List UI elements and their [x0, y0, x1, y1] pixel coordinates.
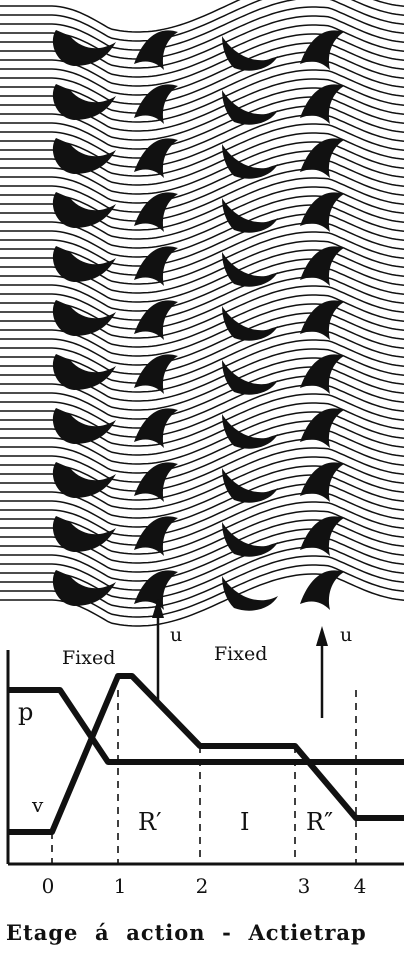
nozzle-blade [52, 84, 116, 120]
moving-blade [134, 30, 178, 70]
moving-blade [300, 246, 344, 286]
flow-line [0, 105, 405, 159]
moving-blade [300, 138, 344, 178]
fixed-label-2: Fixed [214, 643, 267, 665]
nozzle-blade [52, 462, 116, 498]
flow-line [0, 159, 405, 213]
velocity-label-1: u [170, 624, 182, 646]
moving-blade [300, 408, 344, 448]
zone-label-i: I [240, 808, 249, 836]
guide-blade [222, 414, 278, 449]
moving-blade [134, 354, 178, 394]
flow-line [0, 420, 405, 474]
velocity-arrow-1 [152, 598, 164, 706]
flow-line [0, 150, 405, 204]
moving-blade-row-1 [134, 30, 178, 610]
nozzle-blade [52, 570, 116, 606]
station-label-0: 0 [42, 874, 55, 898]
nozzle-blade [52, 192, 116, 228]
moving-blade [300, 354, 344, 394]
pressure-curve [8, 687, 404, 765]
flow-line [0, 366, 405, 420]
nozzle-blade [52, 408, 116, 444]
moving-blade [134, 246, 178, 286]
flow-line [0, 0, 405, 42]
guide-blade [222, 144, 278, 179]
figure-caption: Etage á action - Actietrap [6, 920, 367, 945]
nozzle-blade [52, 354, 116, 390]
station-label-4: 4 [354, 874, 367, 898]
moving-blade [300, 300, 344, 340]
nozzle-blade [52, 246, 116, 282]
moving-blade [300, 84, 344, 124]
flow-line [0, 528, 405, 582]
moving-blade [300, 192, 344, 232]
pressure-label: p [18, 698, 33, 726]
moving-blade [134, 408, 178, 448]
guide-blade [222, 306, 278, 341]
velocity-arrow-2 [316, 626, 328, 718]
moving-blade [134, 192, 178, 232]
moving-blade [134, 84, 178, 124]
flow-line [0, 267, 405, 321]
flow-line [0, 213, 405, 267]
nozzle-blade [52, 138, 116, 174]
flow-line [0, 321, 405, 375]
guide-blade [222, 252, 278, 287]
flow-line [0, 537, 405, 591]
moving-blade [300, 30, 344, 70]
station-dashed-lines [51, 690, 357, 864]
nozzle-blade [52, 30, 116, 66]
nozzle-blade [52, 300, 116, 336]
flow-line [0, 42, 405, 96]
nozzle-blade [52, 516, 116, 552]
guide-blade-row [222, 36, 278, 611]
guide-blade [222, 468, 278, 503]
guide-blade [222, 576, 278, 611]
guide-blade [222, 36, 278, 71]
flow-line [0, 375, 405, 429]
flow-line [0, 51, 405, 105]
zone-label-r-double-prime: R″ [306, 808, 333, 836]
velocity-label-2: u [340, 624, 352, 646]
velocity-curve [8, 673, 404, 835]
nozzle-row-1 [52, 30, 116, 606]
moving-blade [300, 570, 344, 610]
velocity-curve-label: v [31, 793, 44, 817]
station-label-2: 2 [196, 874, 209, 898]
moving-blade-row-2 [300, 30, 344, 610]
flow-line [0, 258, 405, 312]
moving-blade [300, 516, 344, 556]
flow-line [0, 483, 405, 537]
flow-line [0, 474, 405, 528]
flow-line [0, 0, 405, 33]
moving-blade [134, 516, 178, 556]
station-label-1: 1 [114, 874, 127, 898]
moving-blade [134, 300, 178, 340]
moving-blade [300, 462, 344, 502]
plot-frame [6, 650, 404, 866]
flow-line [0, 312, 405, 366]
moving-blade [134, 462, 178, 502]
moving-blade [134, 138, 178, 178]
flow-line [0, 204, 405, 258]
guide-blade [222, 522, 278, 557]
flow-line [0, 96, 405, 150]
flow-line [0, 429, 405, 483]
station-label-3: 3 [298, 874, 311, 898]
moving-blade [134, 570, 178, 610]
fixed-label-1: Fixed [62, 647, 115, 669]
zone-label-r-prime: R′ [138, 808, 162, 836]
flow-line [0, 0, 405, 51]
guide-blade [222, 360, 278, 395]
guide-blade [222, 90, 278, 125]
guide-blade [222, 198, 278, 233]
